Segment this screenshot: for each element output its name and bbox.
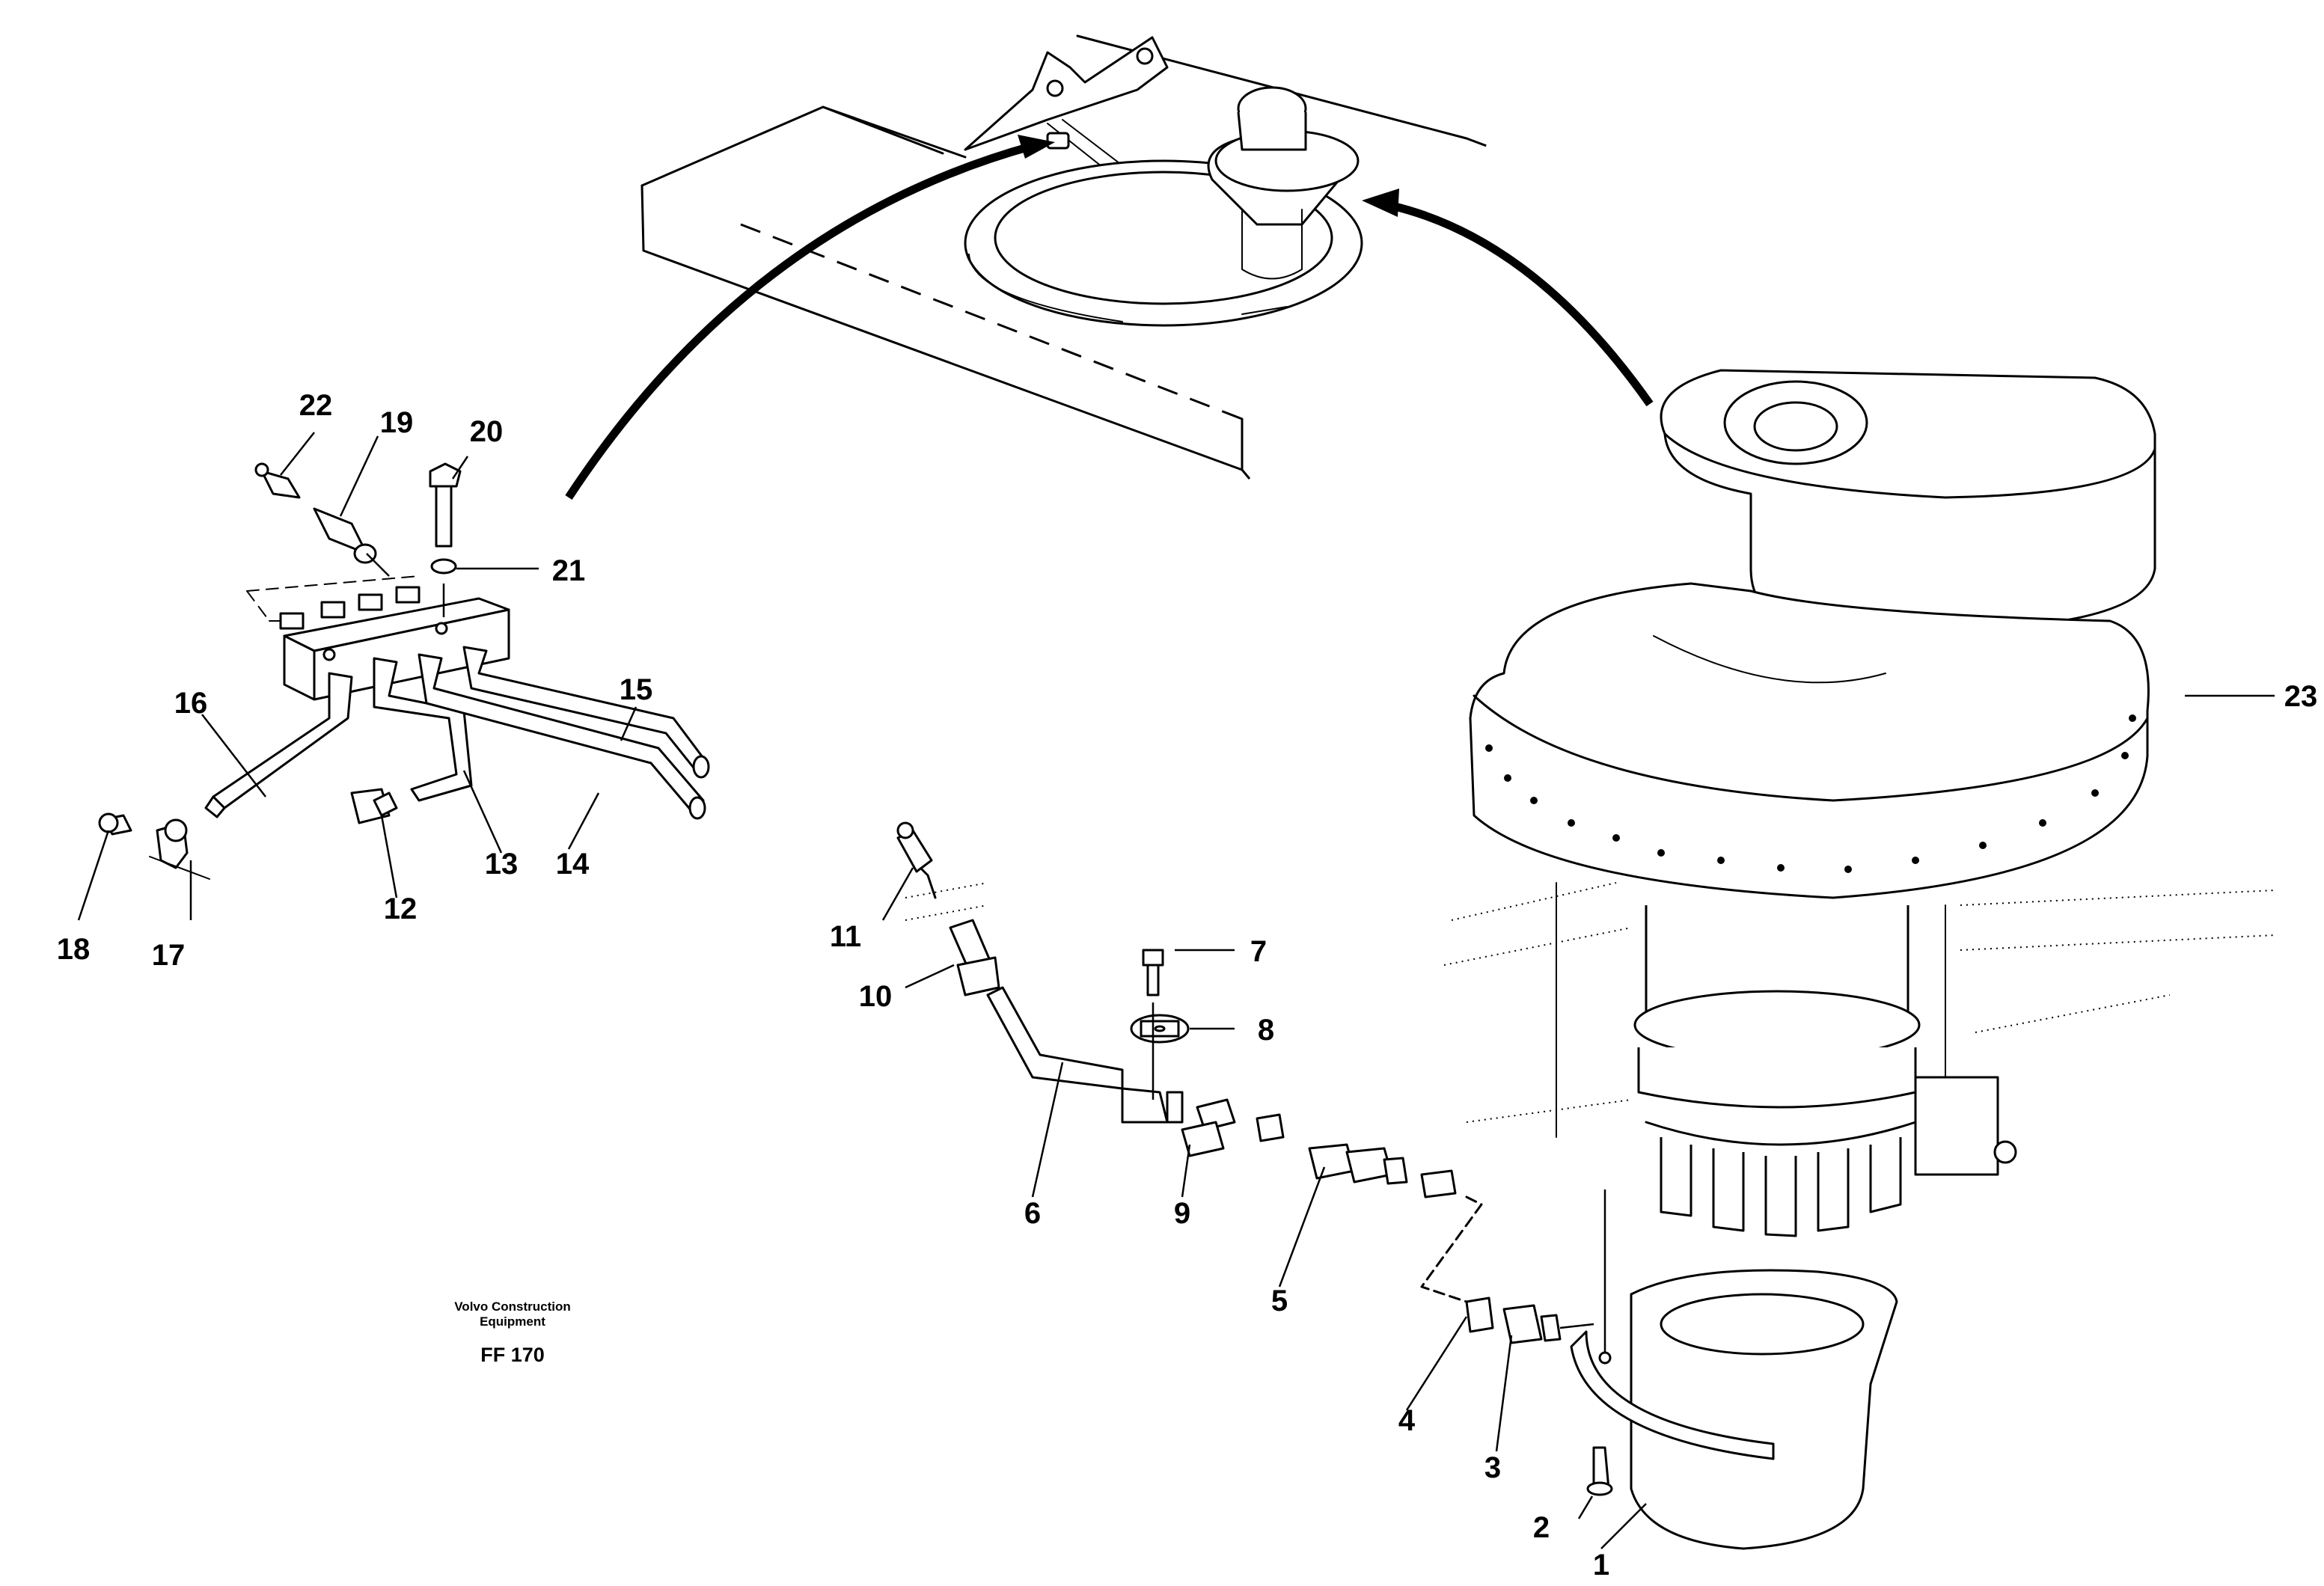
callout-11: 11: [830, 920, 861, 953]
callout-9: 9: [1174, 1197, 1190, 1230]
callout-12: 12: [384, 892, 418, 925]
callout-5: 5: [1271, 1285, 1288, 1317]
figure-caption: Volvo Construction Equipment FF 170: [454, 1299, 571, 1366]
callout-labels: 1 2 3 4 5 6 7 8 9 10 11 12 13 14 15 16 1…: [57, 389, 2318, 1582]
callout-3: 3: [1484, 1451, 1501, 1484]
callout-19: 19: [380, 406, 414, 439]
upper-frame-assembly: [640, 34, 1497, 480]
figure-code: FF 170: [480, 1344, 545, 1366]
callout-4: 4: [1398, 1404, 1416, 1437]
lube-line-lower: [896, 821, 1594, 1344]
callout-7: 7: [1250, 935, 1267, 968]
callout-8: 8: [1258, 1014, 1274, 1047]
callout-21: 21: [552, 554, 586, 587]
callout-16: 16: [174, 687, 208, 720]
callout-14: 14: [556, 848, 590, 881]
callout-18: 18: [57, 933, 91, 966]
callout-15: 15: [620, 673, 653, 706]
callout-22: 22: [299, 389, 333, 422]
callout-2: 2: [1533, 1511, 1550, 1544]
callout-20: 20: [470, 415, 504, 448]
callout-6: 6: [1024, 1197, 1041, 1230]
slew-gearbox-assembly: [1443, 369, 2275, 1358]
callout-23: 23: [2284, 680, 2318, 713]
callout-10: 10: [859, 980, 893, 1013]
callout-13: 13: [485, 848, 519, 881]
callout-17: 17: [152, 939, 186, 972]
callout-1: 1: [1593, 1549, 1609, 1582]
publisher-line-2: Equipment: [480, 1314, 545, 1329]
pinion-cover: [1570, 1269, 1898, 1550]
publisher-line-1: Volvo Construction: [454, 1299, 571, 1314]
lube-manifold-upper: [98, 462, 710, 880]
assembly-arrows: [565, 135, 1654, 500]
leader-lines: [77, 432, 2275, 1549]
